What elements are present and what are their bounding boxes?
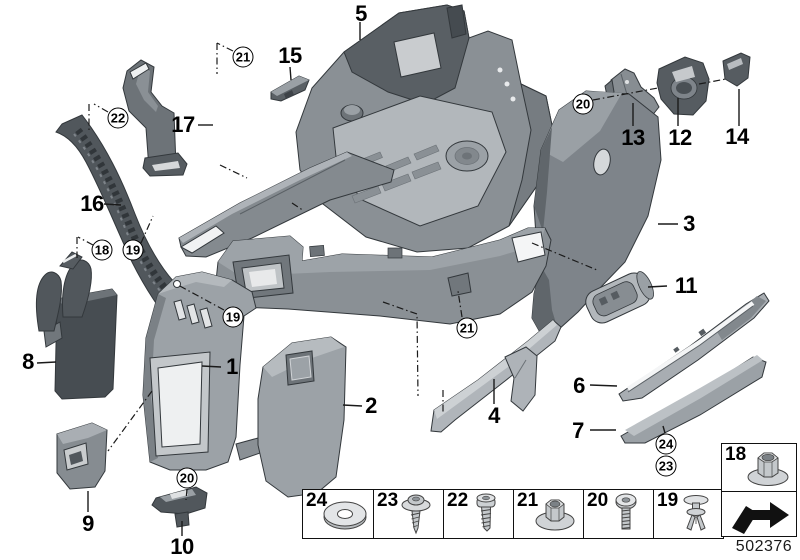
part-5-main-trim-panel — [295, 4, 554, 253]
circled-label-23-9[interactable]: 23 — [655, 455, 677, 477]
flange-nut-icon — [535, 499, 575, 531]
continuation-arrow-box[interactable] — [721, 491, 797, 537]
part-label-1[interactable]: 1 — [226, 354, 238, 379]
circled-label-18-2[interactable]: 18 — [91, 239, 113, 261]
part-label-16[interactable]: 16 — [80, 191, 104, 216]
fastener-number: 21 — [517, 490, 539, 511]
part-15-cover — [270, 75, 310, 102]
part-8-bracket-panel — [35, 251, 118, 400]
sill-rail — [178, 151, 395, 258]
part-2-trim-panel — [257, 336, 347, 498]
document-number: 502376 — [735, 538, 793, 555]
lower-sill-panel — [213, 227, 552, 325]
part-label-12[interactable]: 12 — [668, 125, 692, 150]
fastener-cell-22[interactable]: 22 — [443, 490, 513, 538]
circled-label-19-4[interactable]: 19 — [222, 306, 244, 328]
fastener-number: 23 — [377, 490, 399, 511]
circled-label-22-1[interactable]: 22 — [107, 107, 129, 129]
part-1-pillar-trim — [142, 271, 264, 471]
fastener-number: 22 — [447, 490, 469, 511]
mount-knob — [173, 280, 181, 288]
part-label-2[interactable]: 2 — [365, 393, 377, 418]
fastener-number: 19 — [657, 490, 679, 511]
fastener-number: 20 — [587, 490, 609, 511]
fastener-cell-23[interactable]: 23 — [373, 490, 443, 538]
part-label-8[interactable]: 8 — [22, 349, 34, 374]
circled-label-24-8[interactable]: 24 — [655, 433, 677, 455]
fastener-legend-row: 24 23 22 21 — [302, 489, 724, 539]
fastener-cell-24[interactable]: 24 — [303, 490, 373, 538]
fastener-number: 24 — [306, 490, 328, 511]
part-4-bracket — [430, 319, 562, 433]
part-label-11[interactable]: 11 — [674, 273, 698, 298]
louvre-slots — [173, 299, 213, 329]
fastener-cell-21[interactable]: 21 — [513, 490, 583, 538]
part-label-15[interactable]: 15 — [278, 43, 302, 68]
part-label-13[interactable]: 13 — [621, 125, 645, 150]
part-label-10[interactable]: 10 — [170, 534, 194, 559]
flange-nut-large-icon — [747, 452, 789, 486]
part-17-bracket — [122, 59, 188, 177]
continuation-arrow-icon — [732, 502, 789, 534]
circled-label-20-5[interactable]: 20 — [572, 93, 594, 115]
nut-legend-box[interactable]: 18 — [721, 443, 797, 492]
fastener-cell-20[interactable]: 20 — [583, 490, 653, 538]
leader-lines — [36, 22, 740, 536]
part-label-9[interactable]: 9 — [82, 511, 94, 536]
part-7-armrest-pad — [620, 355, 767, 444]
part-3-rear-panel — [531, 90, 662, 335]
part-12-housing — [656, 56, 710, 116]
circled-label-21-6[interactable]: 21 — [456, 317, 478, 339]
part-9-bracket — [56, 422, 108, 490]
fastener-number: 18 — [725, 444, 747, 465]
part-label-17[interactable]: 17 — [171, 112, 195, 137]
part-11-handle-insert — [585, 271, 654, 324]
part-label-6[interactable]: 6 — [573, 373, 585, 398]
part-14-plate — [722, 52, 751, 87]
torx-screw-icon — [476, 493, 496, 532]
circled-label-21-0[interactable]: 21 — [232, 46, 254, 68]
part-label-7[interactable]: 7 — [572, 418, 584, 443]
part-label-5[interactable]: 5 — [355, 1, 367, 26]
part-label-4[interactable]: 4 — [488, 403, 500, 428]
part-6-trim-strip — [618, 292, 770, 402]
tapping-screw-icon — [401, 494, 431, 535]
circled-label-19-3[interactable]: 19 — [122, 239, 144, 261]
part-label-14[interactable]: 14 — [725, 124, 749, 149]
part-label-3[interactable]: 3 — [683, 211, 695, 236]
part-10-clip-plate — [151, 486, 208, 528]
circled-label-20-7[interactable]: 20 — [176, 467, 198, 489]
expansion-rivet-icon — [683, 495, 709, 531]
machine-screw-icon — [615, 493, 637, 530]
fastener-cell-19[interactable]: 19 — [653, 490, 723, 538]
washer-icon — [323, 501, 367, 530]
